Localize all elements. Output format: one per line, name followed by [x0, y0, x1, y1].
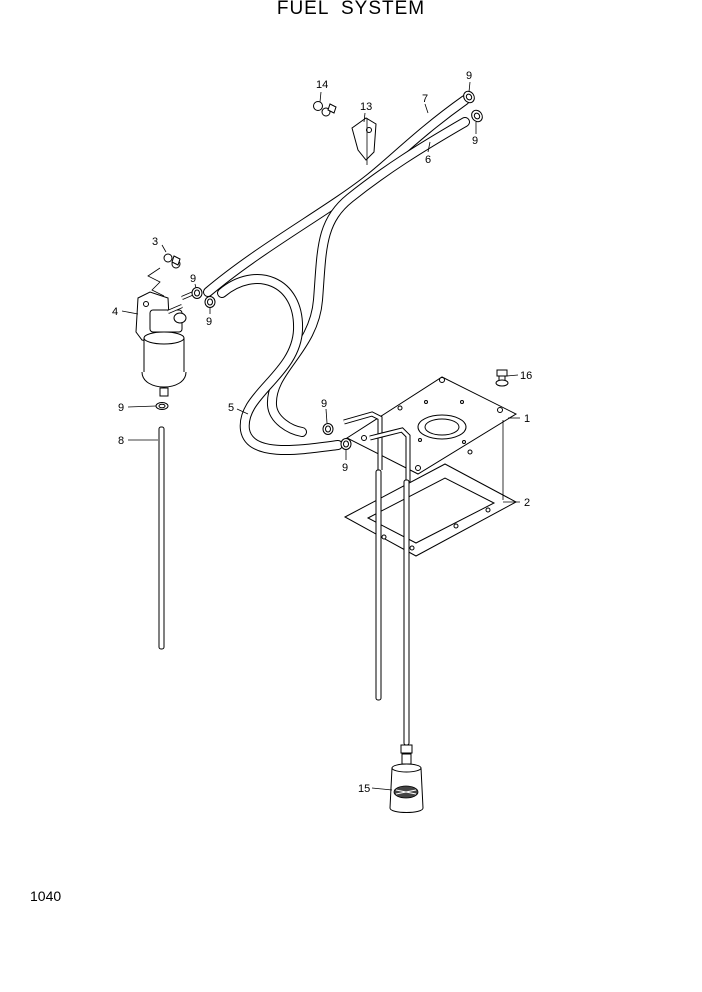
callout-2: 2	[524, 497, 530, 509]
callout-9-plate-top: 9	[321, 398, 327, 410]
clamp-top-2	[471, 109, 483, 123]
callout-9-plate-bottom: 9	[342, 462, 348, 474]
page-number: 1040	[30, 888, 62, 904]
clamp-plate-1	[322, 423, 334, 435]
strainer-13	[389, 753, 424, 813]
callout-labels: 14 13 7 9 9 6 3 9 9 4 9 8 5 9 9 16 1 2 1…	[112, 70, 532, 795]
callout-8: 8	[118, 435, 124, 447]
callout-9-top: 9	[466, 70, 472, 82]
tube-suction-long	[400, 479, 413, 754]
pipe-return	[343, 411, 383, 470]
clamp-plate-2	[340, 438, 352, 450]
hose-5	[217, 274, 343, 456]
callout-9-filter-bottom: 9	[206, 316, 212, 328]
bolt-16	[495, 369, 509, 387]
callout-14: 13	[360, 101, 372, 113]
clamp-filter-1	[191, 287, 203, 299]
leader-lines	[121, 81, 520, 791]
bolt-15	[313, 101, 337, 117]
callout-7: 7	[422, 93, 428, 105]
pipe-suction	[369, 427, 411, 482]
callout-3: 3	[152, 236, 158, 248]
callout-9-left: 9	[118, 402, 124, 414]
callout-15: 14	[316, 79, 328, 91]
callout-13: 15	[358, 783, 370, 795]
tube-return-long	[375, 469, 382, 701]
gasket-2	[343, 463, 518, 557]
clamp-filter-2	[204, 296, 216, 308]
hose-6	[267, 117, 470, 437]
callout-9-right: 9	[472, 135, 478, 147]
callout-5: 5	[228, 402, 234, 414]
tank-cover-1	[345, 376, 518, 475]
callout-16: 16	[520, 370, 532, 382]
callout-4: 4	[112, 306, 118, 318]
callout-6: 6	[425, 154, 431, 166]
bolt-3	[147, 253, 181, 297]
hose-7	[203, 95, 470, 297]
clamp-9-lower	[155, 402, 169, 410]
clamp-top-1	[463, 90, 475, 104]
bracket-14	[351, 117, 377, 165]
tube-8	[158, 426, 165, 650]
fuel-filter-4	[135, 290, 197, 397]
callout-9-filter-top: 9	[190, 273, 196, 285]
callout-1: 1	[524, 413, 530, 425]
page-title: FUEL SYSTEM	[276, 0, 426, 19]
